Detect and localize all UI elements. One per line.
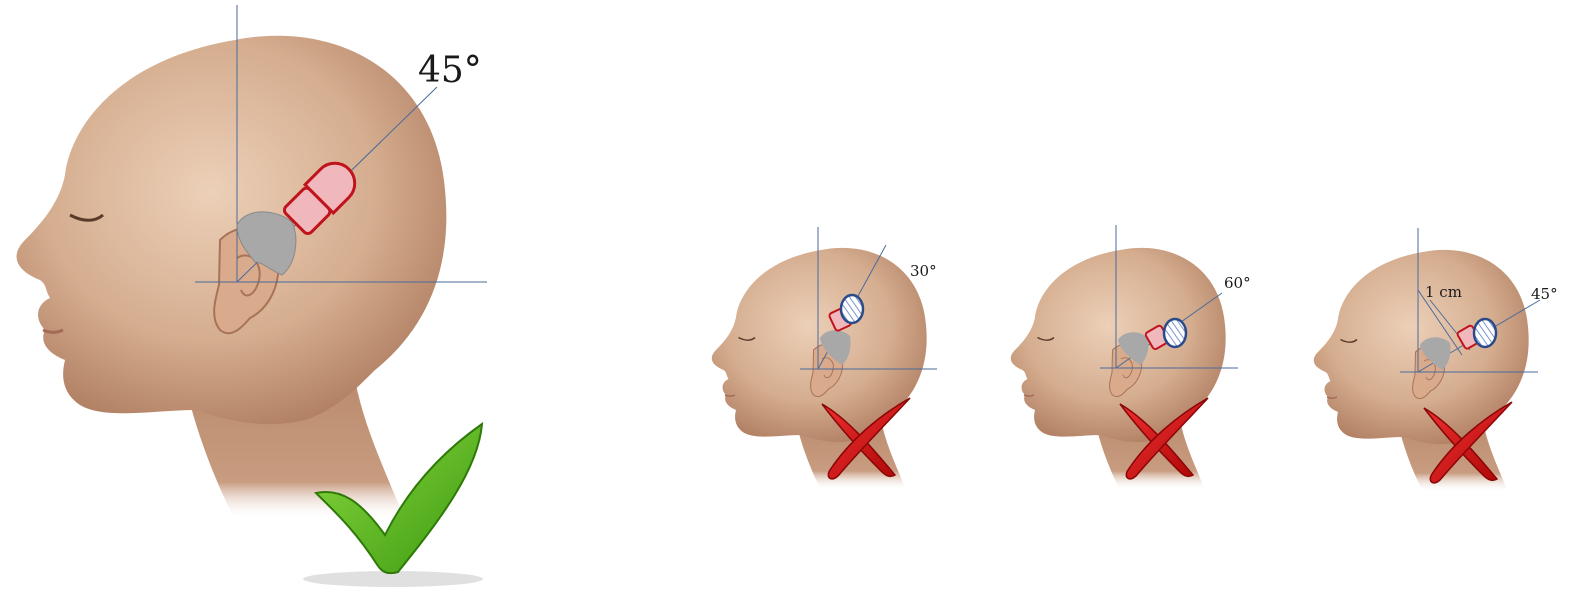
panel-wrong-60: 60° <box>1011 225 1251 490</box>
coil-icon <box>841 295 863 323</box>
angle-label: 45° <box>1531 285 1558 303</box>
panel-wrong-45-offset: 1 cm 45° <box>1314 228 1558 492</box>
panel-wrong-30: 30° <box>712 227 937 490</box>
angle-label: 45° <box>418 50 482 91</box>
head-profile-icon <box>1314 250 1529 492</box>
coil-icon <box>1164 319 1186 347</box>
angle-label: 60° <box>1224 274 1251 292</box>
head-profile-icon <box>17 36 447 520</box>
angle-label: 30° <box>910 262 937 280</box>
coil-icon <box>1474 319 1496 347</box>
panel-correct: 45° <box>17 5 487 587</box>
offset-label: 1 cm <box>1425 283 1462 301</box>
head-profile-icon <box>1011 248 1226 490</box>
